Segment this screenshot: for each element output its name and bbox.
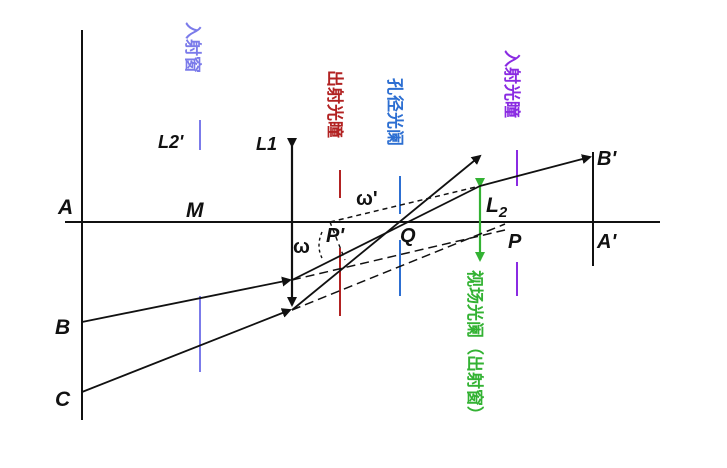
label-l1: L1 <box>256 134 277 154</box>
dashed-pprime-lower <box>329 221 346 261</box>
label-c: C <box>55 388 71 411</box>
label-aperture-stop: 孔径光阑 <box>384 78 405 146</box>
label-p: P <box>508 231 522 253</box>
label-omega-prime: ω' <box>356 188 378 210</box>
label-a: A <box>57 196 73 219</box>
label-pprime: P' <box>326 225 345 247</box>
dashed-l1-to-p-upper <box>291 229 506 281</box>
omega-angle-arc <box>318 231 323 259</box>
label-field-stop: 视场光阑（出射窗） <box>464 270 485 423</box>
ray-c-to-l1 <box>81 308 292 393</box>
label-aprime: A' <box>596 231 617 253</box>
ray-b-to-l1 <box>81 276 292 323</box>
label-l2: L2 <box>486 194 508 221</box>
label-omega: ω <box>293 236 310 258</box>
label-l2prime: L2' <box>158 132 184 152</box>
label-exit-pupil: 出射光瞳 <box>324 70 345 138</box>
ray-l2-to-bprime <box>479 154 592 187</box>
ray-l1-to-l2 <box>291 185 481 281</box>
label-q: Q <box>400 225 416 247</box>
label-entrance-pupil: 入射光瞳 <box>501 50 522 118</box>
label-entrance-window: 入射窗 <box>182 22 203 73</box>
label-m: M <box>186 199 204 222</box>
label-b: B <box>55 316 70 339</box>
dashed-l1-to-p-lower <box>291 223 506 311</box>
dashed-pprime-to-l2 <box>329 185 481 223</box>
label-bprime: B' <box>597 148 617 170</box>
